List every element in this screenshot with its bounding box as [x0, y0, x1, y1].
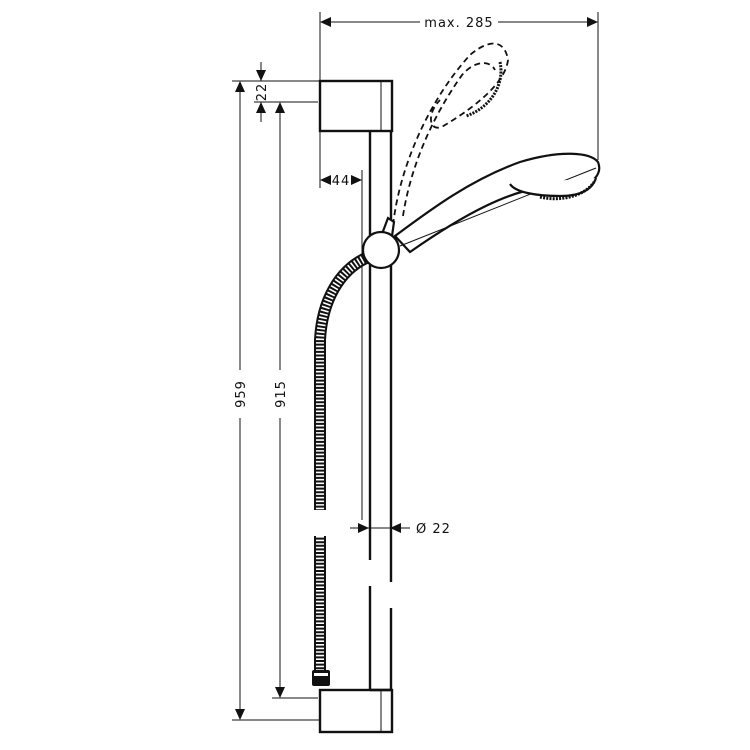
overall-height-label: 959 [234, 380, 249, 408]
dimension-wall-distance: 44 [319, 132, 363, 520]
bracket-spacing-label: 915 [274, 380, 289, 408]
dimension-bracket-spacing: 915 [272, 102, 318, 699]
shower-rail [368, 131, 393, 692]
hand-shower [393, 152, 601, 254]
shower-hose [314, 252, 369, 680]
top-offset-label: 22 [255, 83, 270, 102]
dimension-max-reach: max. 285 [319, 12, 599, 160]
rail-diameter-label: Ø 22 [416, 522, 451, 537]
dimension-top-offset: 22 [232, 62, 320, 122]
max-reach-label: max. 285 [424, 16, 493, 31]
hose-nut [312, 670, 330, 686]
bottom-wall-bracket [318, 688, 394, 734]
top-wall-bracket [318, 79, 394, 133]
slider [361, 216, 401, 270]
dimension-rail-diameter: Ø 22 [350, 522, 451, 537]
dimension-overall-height: 959 [232, 81, 320, 721]
hand-shower-alt-position [391, 42, 509, 246]
wall-distance-label: 44 [332, 174, 351, 189]
